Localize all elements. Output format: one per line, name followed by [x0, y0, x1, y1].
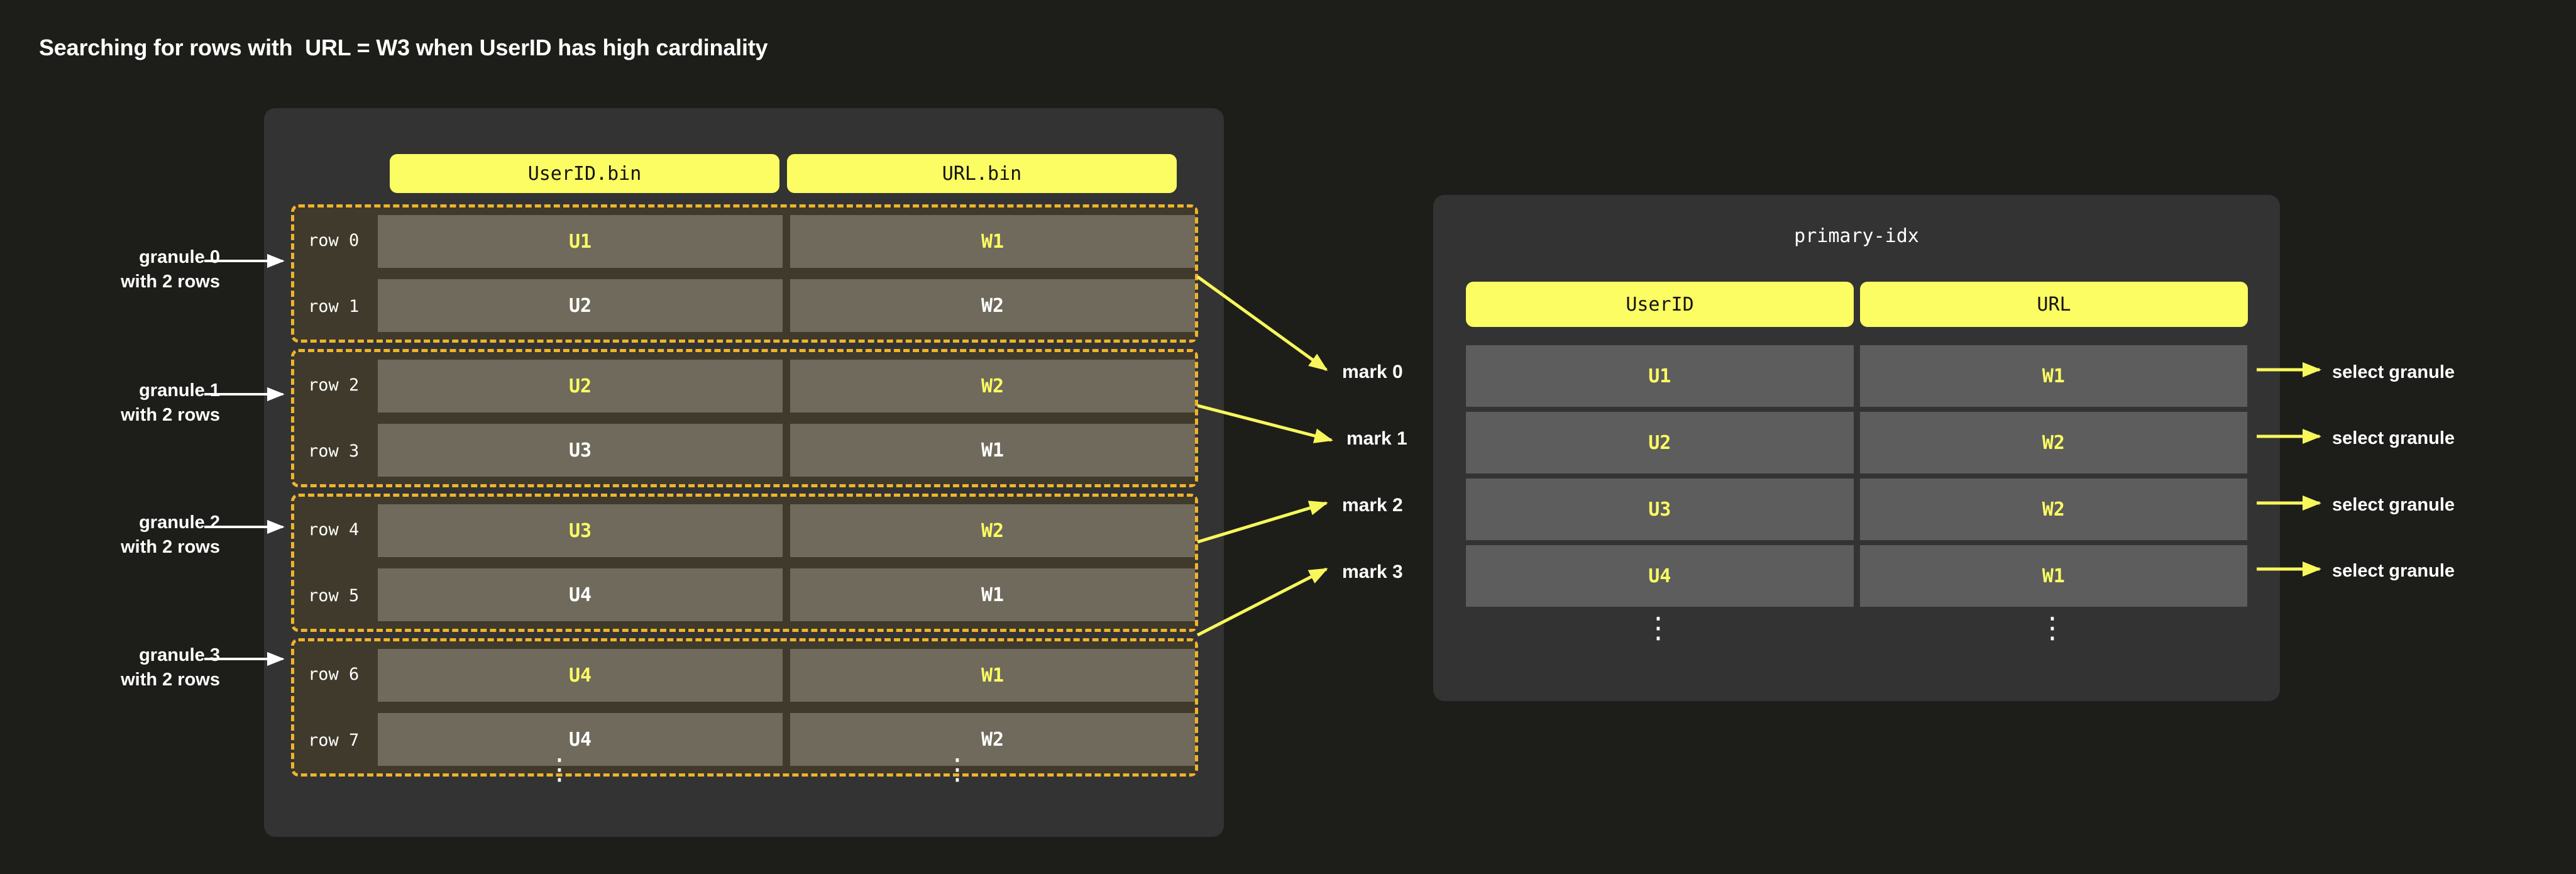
cell-userid: U4 [378, 649, 783, 702]
cell-userid: U2 [378, 279, 783, 332]
index-cell-url: W1 [1859, 345, 2247, 407]
primary-idx-title: primary-idx [1794, 225, 1919, 247]
index-cell-url: W2 [1859, 478, 2247, 540]
granule-1[interactable]: row 2 U2 W2 row 3 U3 W1 [291, 349, 1198, 487]
table-row: row 6 U4 W1 [294, 641, 1195, 707]
granule-note-3: granule 3 with 2 rows [121, 645, 220, 690]
cell-url: W1 [790, 424, 1195, 477]
index-cell-userid: U2 [1466, 412, 1854, 473]
index-cell-url: W1 [1859, 545, 2247, 607]
table-row: row 4 U3 W2 [294, 497, 1195, 563]
page-title: Searching for rows with URL = W3 when Us… [39, 35, 768, 60]
row-label: row 5 [294, 563, 378, 629]
index-row[interactable]: U3 W2 [1466, 478, 2247, 540]
index-cell-userid: U3 [1466, 478, 1854, 540]
cell-userid: U4 [378, 568, 783, 621]
cell-userid: U2 [378, 360, 783, 412]
index-header-url: URL [1860, 282, 2248, 327]
index-header-userid: UserID [1466, 282, 1854, 327]
row-label: row 0 [294, 207, 378, 274]
select-granule-label-2: select granule [2332, 495, 2455, 515]
row-label: row 6 [294, 641, 378, 707]
cell-url: W2 [790, 279, 1195, 332]
parts-userid-ellipsis: ⋮ [545, 752, 574, 786]
table-row: row 5 U4 W1 [294, 563, 1195, 629]
mark-label-3: mark 3 [1342, 561, 1403, 582]
index-cell-userid: U1 [1466, 345, 1854, 407]
row-label: row 3 [294, 418, 378, 484]
primary-index-table: U1 W1 U2 W2 U3 W2 U4 W1 [1466, 345, 2247, 612]
select-granule-label-1: select granule [2332, 428, 2455, 448]
cell-userid: U1 [378, 215, 783, 268]
table-row: row 0 U1 W1 [294, 207, 1195, 274]
index-row[interactable]: U2 W2 [1466, 412, 2247, 473]
index-cell-userid: U4 [1466, 545, 1854, 607]
table-row: row 7 U4 W2 [294, 707, 1195, 773]
row-label: row 2 [294, 352, 378, 418]
cell-url: W1 [790, 215, 1195, 268]
cell-url: W2 [790, 360, 1195, 412]
row-label: row 4 [294, 497, 378, 563]
cell-url: W1 [790, 649, 1195, 702]
mark-label-0: mark 0 [1342, 362, 1403, 382]
cell-userid: U3 [378, 424, 783, 477]
column-header-url-bin: URL.bin [787, 154, 1177, 193]
select-granule-label-3: select granule [2332, 561, 2455, 581]
granule-note-0: granule 0 with 2 rows [121, 247, 220, 292]
granule-3[interactable]: row 6 U4 W1 row 7 U4 W2 [291, 638, 1198, 777]
index-url-ellipsis: ⋮ [2038, 611, 2067, 644]
index-userid-ellipsis: ⋮ [1644, 611, 1673, 644]
table-row: row 2 U2 W2 [294, 352, 1195, 418]
mark-label-1: mark 1 [1346, 428, 1407, 449]
row-label: row 1 [294, 274, 378, 340]
parts-url-ellipsis: ⋮ [943, 752, 972, 786]
table-row: row 1 U2 W2 [294, 274, 1195, 340]
granule-note-2: granule 2 with 2 rows [121, 512, 220, 557]
cell-url: W1 [790, 568, 1195, 621]
granule-0[interactable]: row 0 U1 W1 row 1 U2 W2 [291, 204, 1198, 343]
index-row[interactable]: U4 W1 [1466, 545, 2247, 607]
granule-2[interactable]: row 4 U3 W2 row 5 U4 W1 [291, 494, 1198, 632]
table-row: row 3 U3 W1 [294, 418, 1195, 484]
index-cell-url: W2 [1859, 412, 2247, 473]
index-row[interactable]: U1 W1 [1466, 345, 2247, 407]
select-granule-label-0: select granule [2332, 362, 2455, 382]
mark-label-2: mark 2 [1342, 495, 1403, 516]
row-label: row 7 [294, 707, 378, 773]
cell-userid: U3 [378, 504, 783, 557]
cell-url: W2 [790, 504, 1195, 557]
granule-note-1: granule 1 with 2 rows [121, 380, 220, 425]
cell-userid: U4 [378, 713, 783, 766]
parts-table: row 0 U1 W1 row 1 U2 W2 row 2 U2 W2 [291, 204, 1198, 783]
cell-url: W2 [790, 713, 1195, 766]
column-header-userid-bin: UserID.bin [390, 154, 779, 193]
